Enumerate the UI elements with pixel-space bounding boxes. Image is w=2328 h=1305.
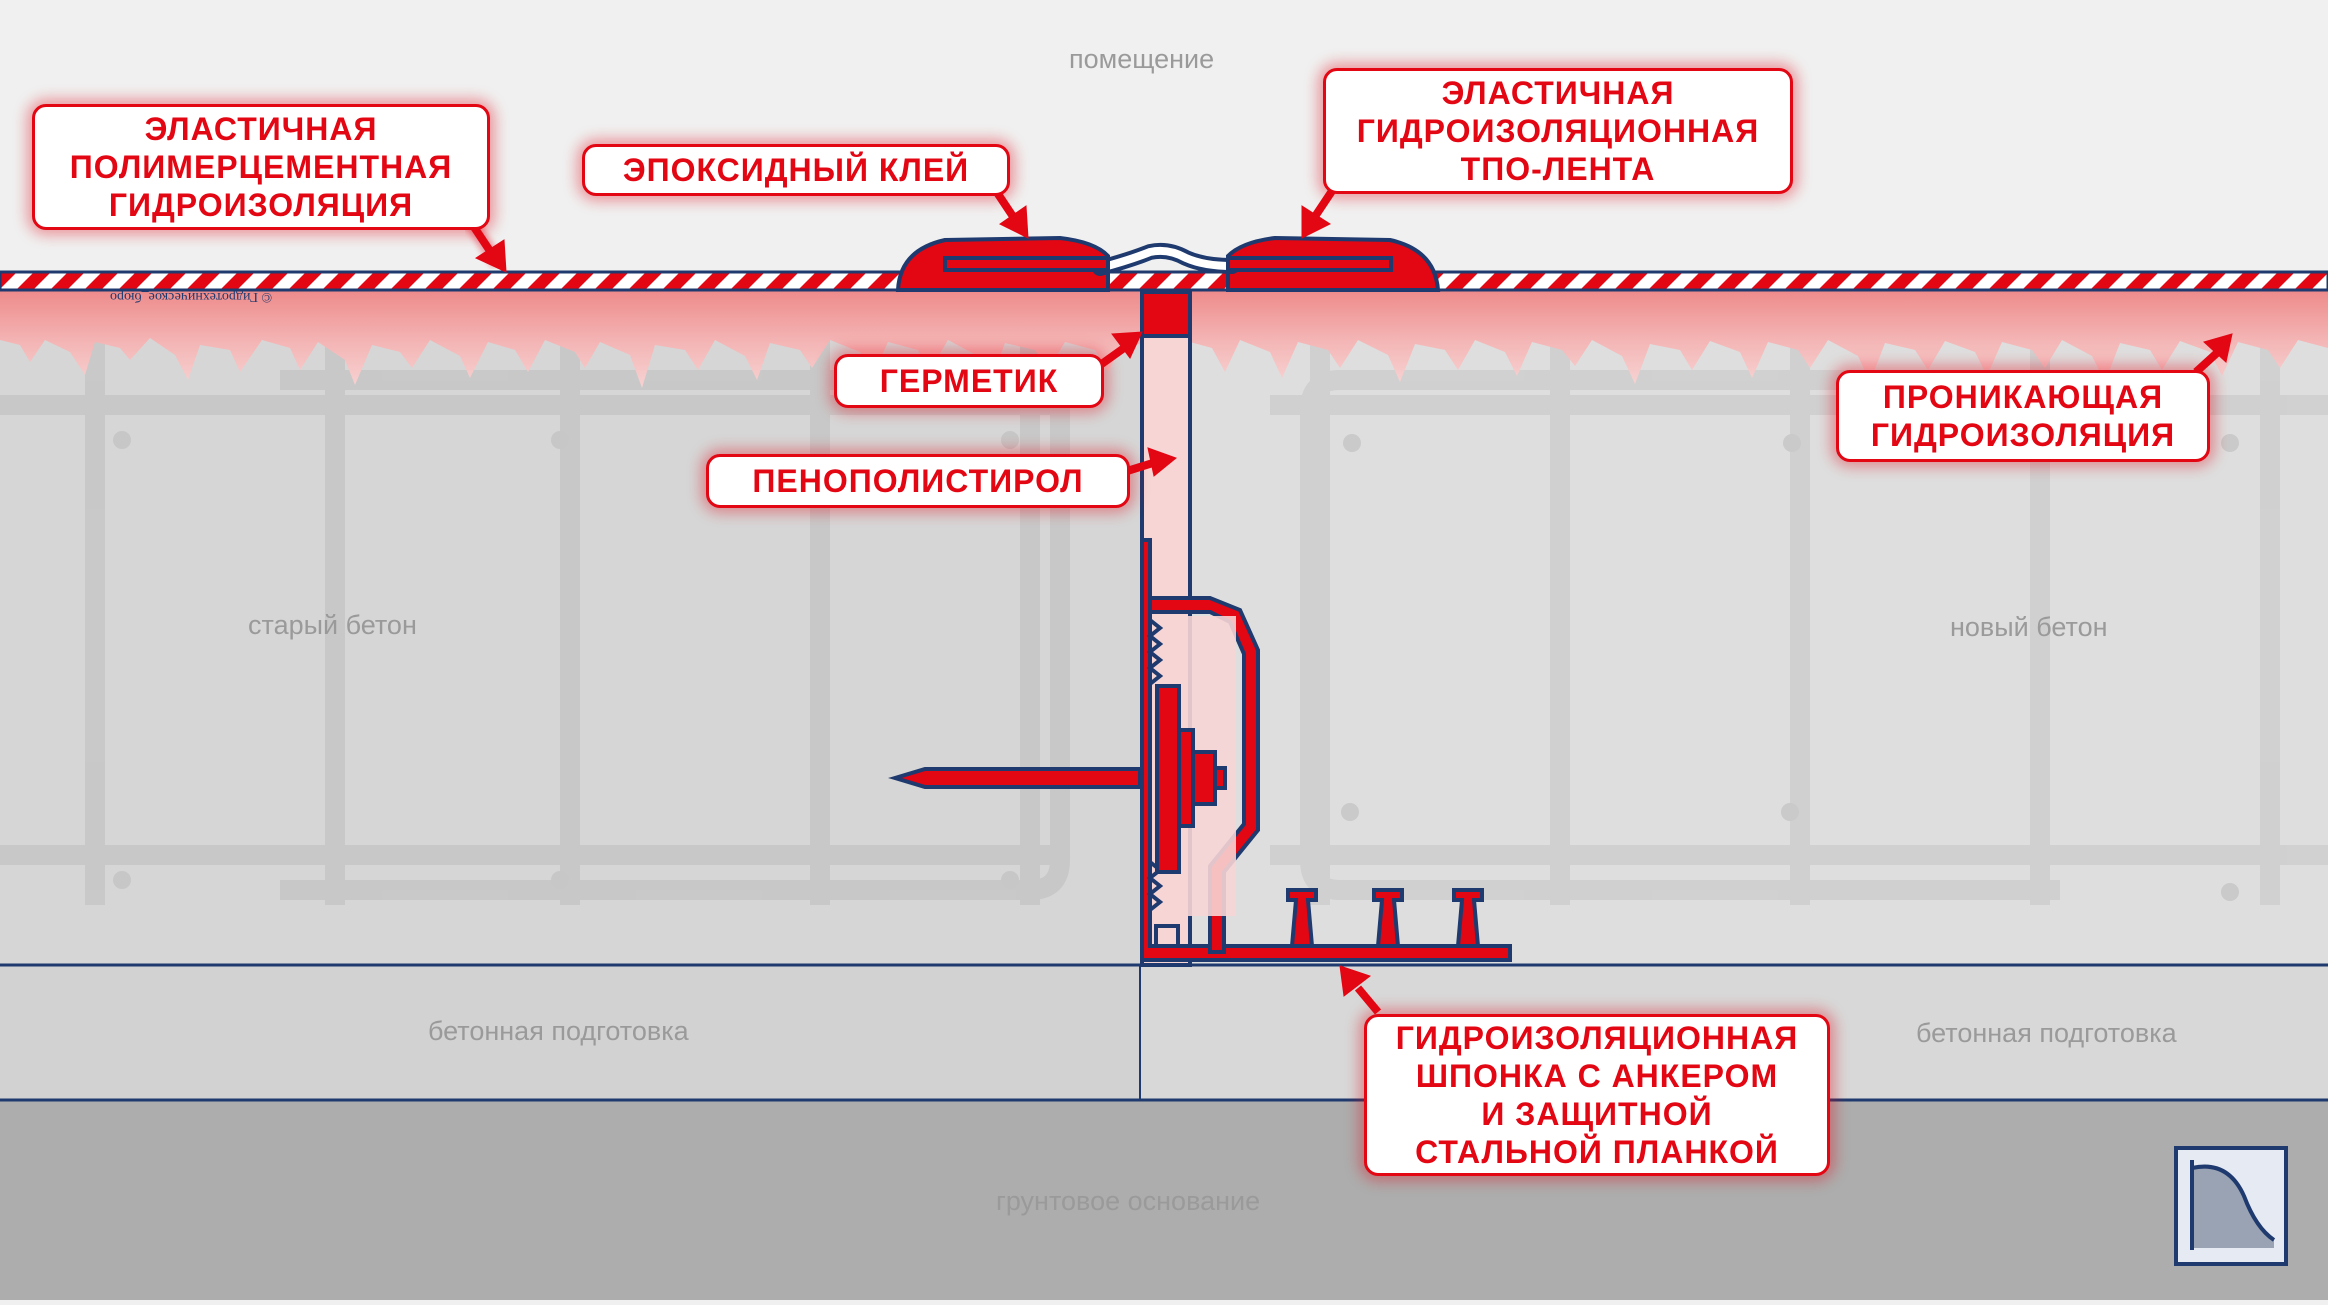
washer — [1177, 728, 1195, 828]
prep-layer-left — [0, 965, 1140, 1100]
arrow-penetrating-shaft — [2193, 349, 2221, 375]
arrow-waterstop-head — [1339, 965, 1372, 997]
penetrating-waterproofing-zone — [0, 290, 1142, 388]
arrow-polystyrene-head — [1147, 447, 1178, 477]
rebar-right — [1270, 340, 2328, 905]
arrow-tpo-head — [1301, 205, 1332, 239]
callout-epoxy: ЭПОКСИДНЫЙ КЛЕЙ — [582, 144, 1010, 196]
arrow-epoxy-head — [999, 205, 1029, 239]
ground-layer — [0, 1100, 2328, 1300]
new-concrete-label: новый бетон — [1950, 612, 2108, 642]
waterstop-rib-1 — [1286, 888, 1318, 948]
sealant-block — [1140, 290, 1192, 338]
tpo-tape-assembly — [895, 235, 1441, 292]
anchor-rod — [888, 767, 1142, 789]
callout-penetrating-line-2: ГИДРОИЗОЛЯЦИЯ — [1870, 417, 2176, 453]
bolt-end — [1213, 766, 1227, 790]
waterstop-rib-2 — [1372, 888, 1404, 948]
waterstop-assembly — [888, 538, 1512, 962]
callout-tpo-line-2: ГИДРОИЗОЛЯЦИОННАЯ — [1356, 113, 1760, 149]
callout-tpo-line-1: ЭЛАСТИЧНАЯ — [1441, 75, 1675, 111]
rebar-left — [0, 340, 1070, 905]
penetrating-waterproofing-zone-right — [1190, 290, 2328, 384]
room-label: помещение — [1069, 44, 1215, 74]
callout-penetrating-line-1: ПРОНИКАЮЩАЯ — [1882, 379, 2164, 415]
hydro-bureau-logo-icon — [2174, 1146, 2288, 1266]
arrow-polymer-head — [474, 239, 507, 273]
callout-polymer-line-1: ЭЛАСТИЧНАЯ — [144, 111, 378, 147]
callout-waterstop-line-1: ГИДРОИЗОЛЯЦИОННАЯ — [1395, 1020, 1799, 1056]
waterstop-profile — [1140, 538, 1512, 962]
arrow-sealant-head — [1111, 331, 1143, 359]
callout-waterstop-line-4: СТАЛЬНОЙ ПЛАНКОЙ — [1415, 1134, 1779, 1170]
profile-foot-box — [1154, 924, 1180, 948]
old-concrete-label: старый бетон — [248, 610, 417, 640]
tpo-tape-left — [943, 256, 1110, 272]
callout-polymer-line-3: ГИДРОИЗОЛЯЦИЯ — [108, 187, 414, 223]
callout-epoxy-line-1: ЭПОКСИДНЫЙ КЛЕЙ — [622, 152, 970, 188]
callout-polystyrene: ПЕНОПОЛИСТИРОЛ — [706, 454, 1130, 508]
prep-right-label: бетонная подготовка — [1916, 1018, 2177, 1048]
callout-tpo-tape: ЭЛАСТИЧНАЯ ГИДРОИЗОЛЯЦИОННАЯ ТПО-ЛЕНТА — [1323, 68, 1793, 194]
callout-polystyrene-line-1: ПЕНОПОЛИСТИРОЛ — [752, 463, 1084, 499]
rebar-left-dots — [113, 431, 1019, 889]
arrow-penetrating-head — [2202, 333, 2233, 363]
steel-plate — [1148, 596, 1260, 954]
rebar-right-dots — [1341, 434, 2239, 901]
clamp-plate — [1155, 684, 1181, 874]
callout-sealant: ГЕРМЕТИК — [834, 354, 1104, 408]
arrow-waterstop-shaft — [1354, 985, 1382, 1015]
tpo-tape-right — [1226, 256, 1393, 272]
callout-sealant-line-1: ГЕРМЕТИК — [879, 363, 1059, 399]
callout-waterstop-line-2: ШПОНКА С АНКЕРОМ — [1415, 1058, 1779, 1094]
callout-polymer-line-2: ПОЛИМЕРЦЕМЕНТНАЯ — [69, 149, 453, 185]
callout-waterstop: ГИДРОИЗОЛЯЦИОННАЯ ШПОНКА С АНКЕРОМ И ЗАЩ… — [1364, 1014, 1830, 1176]
waterstop-teeth-upper — [1146, 618, 1164, 686]
callout-polymer-cement: ЭЛАСТИЧНАЯ ПОЛИМЕРЦЕМЕНТНАЯ ГИДРОИЗОЛЯЦИ… — [32, 104, 490, 230]
callout-penetrating: ПРОНИКАЮЩАЯ ГИДРОИЗОЛЯЦИЯ — [1836, 370, 2210, 462]
callout-tpo-line-3: ТПО-ЛЕНТА — [1460, 151, 1656, 187]
callout-waterstop-line-3: И ЗАЩИТНОЙ — [1481, 1096, 1713, 1132]
polymer-cement-layer — [0, 270, 2328, 292]
tpo-tape-loop-inner — [1096, 246, 1236, 272]
prep-left-label: бетонная подготовка — [428, 1016, 689, 1046]
nut — [1191, 750, 1217, 806]
copyright-watermark: © Гидротехническое_бюро — [110, 289, 273, 304]
waterstop-rib-3 — [1452, 888, 1484, 948]
ground-label: грунтовое основание — [996, 1186, 1261, 1216]
